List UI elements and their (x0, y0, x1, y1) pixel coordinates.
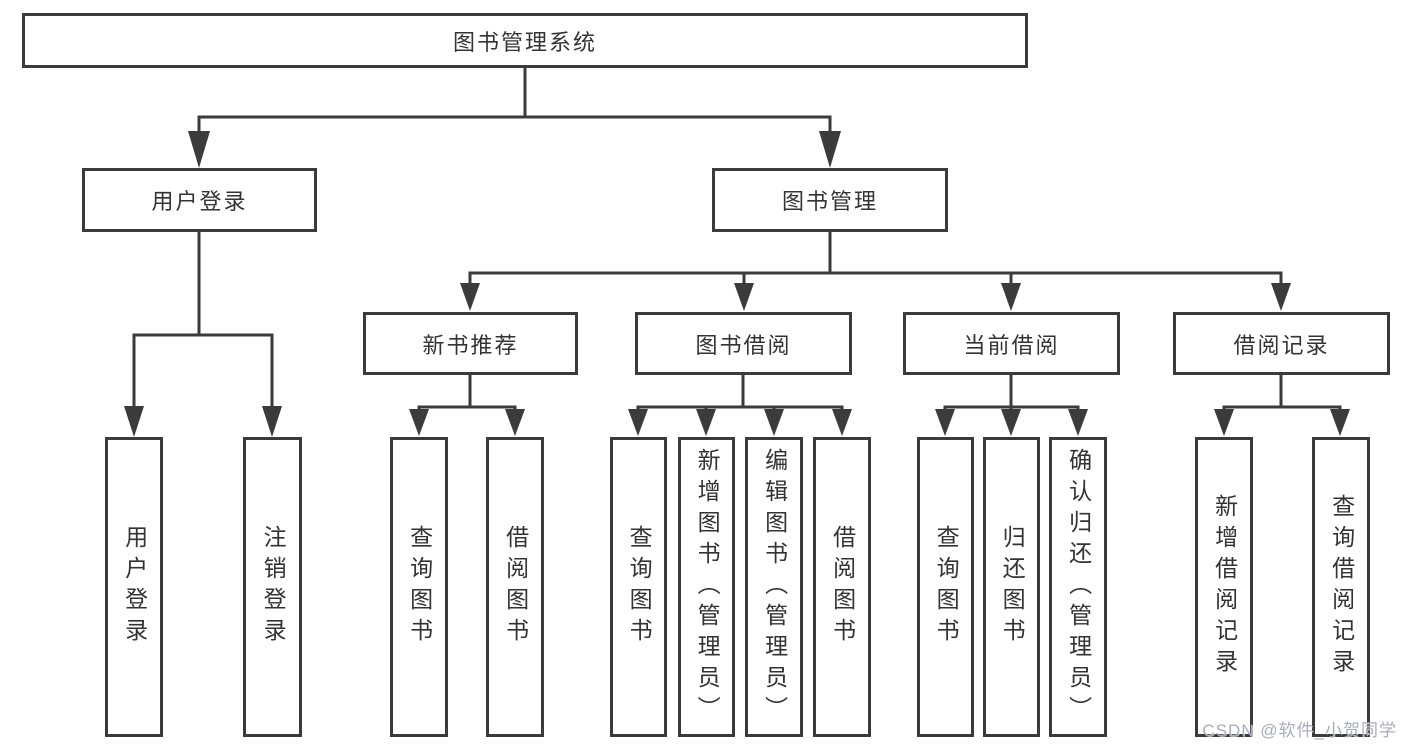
node-book-borrowing: 图书借阅 (635, 312, 852, 375)
node-label: 编辑图书（管理员） (761, 447, 788, 727)
leaf-borrow-books-borrowing: 借阅图书 (813, 437, 871, 737)
node-label: 归还图书 (999, 525, 1026, 649)
leaf-confirm-return-admin: 确认归还（管理员） (1049, 437, 1107, 737)
node-label: 注销登录 (260, 525, 287, 649)
node-label: 新增图书（管理员） (694, 447, 721, 727)
node-label: 借阅图书 (829, 525, 856, 649)
leaf-query-borrow-record: 查询借阅记录 (1312, 437, 1370, 737)
leaf-borrow-books-recommend: 借阅图书 (486, 437, 544, 737)
leaf-add-borrow-record: 新增借阅记录 (1195, 437, 1253, 737)
leaf-user-login: 用户登录 (105, 437, 163, 737)
node-current-borrowing: 当前借阅 (903, 312, 1120, 375)
node-label: 图书借阅 (695, 332, 792, 358)
leaf-edit-book-admin: 编辑图书（管理员） (745, 437, 803, 737)
node-label: 新增借阅记录 (1211, 494, 1238, 680)
node-label: 图书管理 (781, 189, 878, 214)
node-label: 确认归还（管理员） (1065, 447, 1092, 727)
node-label: 查询借阅记录 (1328, 494, 1355, 680)
watermark: CSDN @软件_小贺同学 (1202, 721, 1397, 740)
node-library-management-system: 图书管理系统 (22, 13, 1028, 68)
node-borrowing-records: 借阅记录 (1173, 312, 1390, 375)
node-label: 用户登录 (121, 525, 148, 649)
leaf-query-books-current: 查询图书 (917, 437, 974, 737)
node-book-management: 图书管理 (712, 168, 948, 232)
leaf-add-book-admin: 新增图书（管理员） (678, 437, 735, 737)
node-label: 当前借阅 (963, 332, 1060, 358)
leaf-return-books: 归还图书 (983, 437, 1040, 737)
node-user-login: 用户登录 (82, 168, 317, 232)
node-label: 用户登录 (151, 189, 248, 214)
node-label: 查询图书 (406, 525, 433, 649)
node-label: 新书推荐 (422, 332, 519, 358)
node-label: 借阅图书 (502, 525, 529, 649)
node-label: 借阅记录 (1233, 332, 1330, 358)
node-label: 查询图书 (626, 525, 653, 649)
leaf-logout: 注销登录 (243, 437, 302, 737)
leaf-query-books-recommend: 查询图书 (390, 437, 448, 737)
node-new-book-recommendation: 新书推荐 (363, 312, 578, 375)
node-label: 图书管理系统 (452, 29, 597, 55)
leaf-query-books-borrowing: 查询图书 (610, 437, 667, 737)
node-label: 查询图书 (933, 525, 960, 649)
